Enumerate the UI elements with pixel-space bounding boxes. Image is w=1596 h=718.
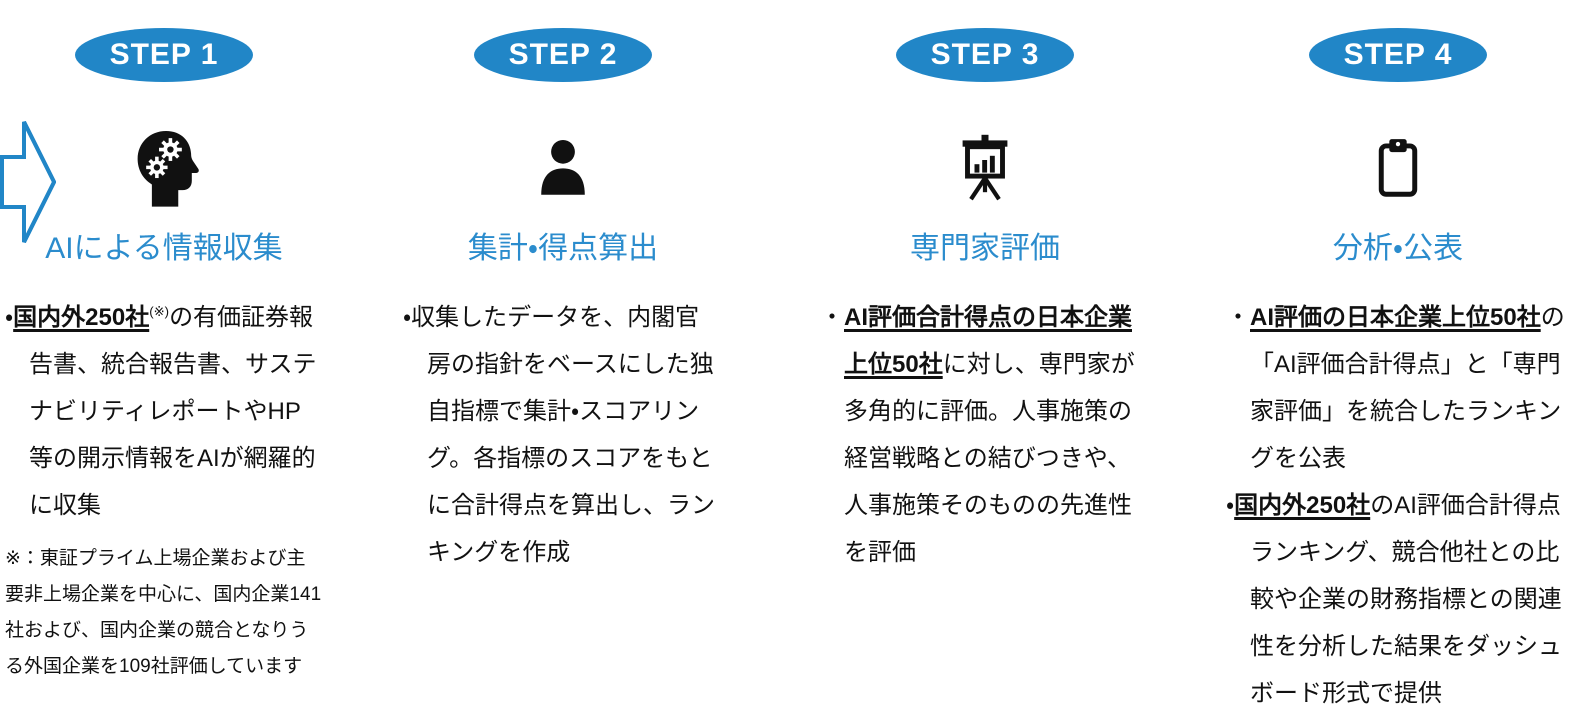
step-2-title: 集計・得点算出 <box>467 232 659 265</box>
step-3-badge: STEP 3 <box>896 28 1074 82</box>
step-4-bullet-1: ・AI評価の日本企業上位50社の「AI評価合計得点」と「専門家評価」を統合したラ… <box>1226 304 1565 472</box>
arrow-right-icon <box>0 120 57 244</box>
ai-head-gears-icon <box>5 126 323 208</box>
step-3-bullet: ・AI評価合計得点の日本企業上位50社に対し、専門家が多角的に評価。人事施策の経… <box>820 304 1135 566</box>
step-2-bullet: ・収集したデータを、内閣官房の指針をベースにした独自指標で集計・スコアリング。各… <box>403 304 715 566</box>
step-2-badge: STEP 2 <box>474 28 652 82</box>
step-4-bullet-2: ・国内外250社のAI評価合計得点ランキング、競合他社との比較や企業の財務指標と… <box>1226 492 1562 707</box>
person-icon <box>403 126 723 208</box>
step-1-badge: STEP 1 <box>75 28 253 82</box>
clipboard-icon <box>1226 126 1570 208</box>
step-4-body: ・AI評価の日本企業上位50社の「AI評価合計得点」と「専門家評価」を統合したラ… <box>1226 294 1570 717</box>
step-1-body: ・国内外250社(※)の有価証券報告書、統合報告書、サステナビリティレポートやH… <box>5 294 323 685</box>
step-1-bullet: ・国内外250社(※)の有価証券報告書、統合報告書、サステナビリティレポートやH… <box>5 304 317 519</box>
presentation-chart-icon <box>820 126 1150 208</box>
step-4-title: 分析・公表 <box>1332 232 1464 265</box>
step-4-badge: STEP 4 <box>1309 28 1487 82</box>
step-2-column: STEP 2 集計・得点算出 ・収集したデータを、内閣官房の指針をベースにした独… <box>403 0 723 576</box>
step-1-footnote: ※：東証プライム上場企業および主要非上場企業を中心に、国内企業141社および、国… <box>5 548 322 677</box>
step-2-body: ・収集したデータを、内閣官房の指針をベースにした独自指標で集計・スコアリング。各… <box>403 294 723 576</box>
step-3-column: STEP 3 専門家評価 ・AI評価合計得点の日本企業上位50社に対し、専門家が… <box>820 0 1150 576</box>
step-1-title: AIによる情報収集 <box>45 232 283 265</box>
step-3-title: 専門家評価 <box>910 232 1060 265</box>
step-3-body: ・AI評価合計得点の日本企業上位50社に対し、専門家が多角的に評価。人事施策の経… <box>820 294 1150 576</box>
step-4-column: STEP 4 分析・公表 ・AI評価の日本企業上位50社の「AI評価合計得点」と… <box>1226 0 1570 717</box>
step-1-column: STEP 1 AIによる情報収集 ・国内外250社(※)の有価証券報告書、統合報… <box>5 0 323 685</box>
